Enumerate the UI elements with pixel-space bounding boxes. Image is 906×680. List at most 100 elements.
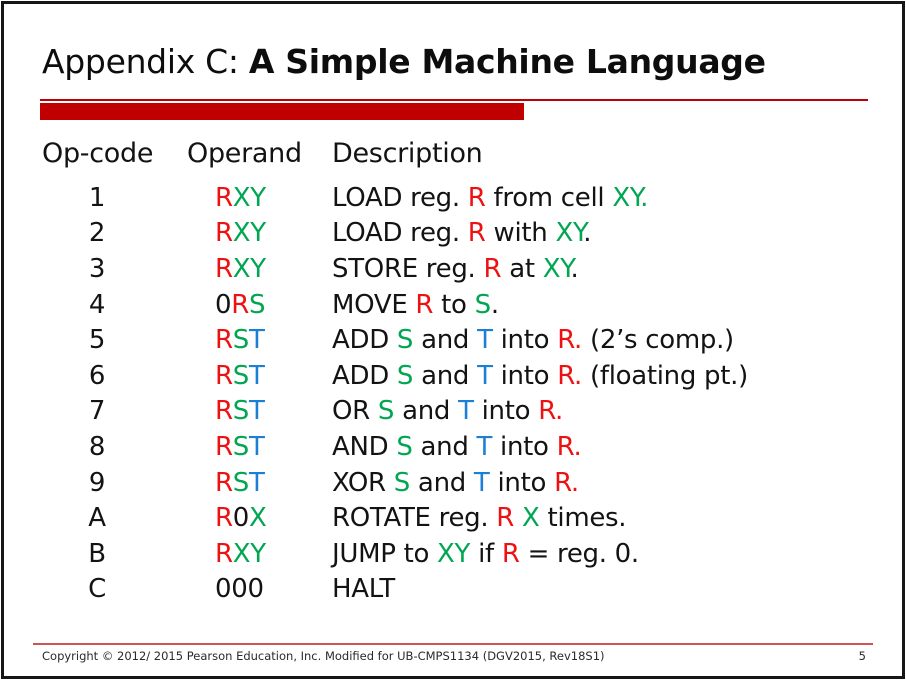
description-cell: JUMP to XY if R = reg. 0.: [332, 539, 876, 569]
op-code-cell: 1: [88, 182, 106, 213]
text-segment: R: [215, 431, 233, 462]
text-segment: into: [489, 467, 555, 498]
text-segment: R: [415, 289, 434, 320]
text-segment: (2’s comp.): [582, 325, 734, 356]
description-cell: ADD S and T into R. (floating pt.): [332, 361, 876, 391]
text-segment: at: [501, 253, 543, 284]
text-segment: R: [215, 325, 233, 356]
text-segment: T: [473, 467, 490, 498]
text-segment: R.: [538, 396, 564, 427]
header-op-code: Op-code: [42, 138, 154, 169]
text-segment: ADD: [332, 325, 397, 356]
text-segment: XY: [232, 253, 266, 284]
header-description: Description: [332, 138, 483, 169]
text-segment: ADD: [332, 360, 397, 391]
text-segment: 0: [215, 289, 232, 320]
text-segment: into: [492, 360, 558, 391]
operand-cell: RST: [152, 396, 332, 426]
text-segment: T: [458, 396, 474, 427]
text-segment: R: [501, 538, 520, 569]
text-segment: into: [492, 431, 557, 462]
text-segment: XY: [232, 182, 266, 213]
op-code-cell: C: [88, 574, 106, 605]
text-segment: XY: [437, 538, 471, 569]
text-segment: T: [477, 325, 493, 356]
text-segment: .: [570, 253, 579, 284]
text-segment: into: [492, 325, 558, 356]
text-segment: R: [215, 182, 233, 213]
text-segment: into: [473, 396, 539, 427]
page-title-prefix: Appendix C:: [42, 42, 249, 81]
text-segment: R: [215, 538, 233, 569]
operand-cell: 000: [152, 574, 332, 604]
text-segment: XY: [555, 218, 584, 249]
copyright-text: Copyright © 2012/ 2015 Pearson Education…: [42, 649, 605, 663]
operand-cell: RXY: [152, 254, 332, 284]
text-segment: R: [215, 467, 233, 498]
title-underline-bar: [40, 103, 524, 120]
op-code-cell: 6: [88, 360, 106, 391]
text-segment: XY: [232, 538, 266, 569]
text-segment: T: [248, 431, 265, 462]
description-cell: LOAD reg. R from cell XY.: [332, 183, 876, 213]
text-segment: R: [215, 503, 233, 534]
operand-cell: RST: [152, 325, 332, 355]
text-segment: T: [476, 431, 493, 462]
text-segment: 0: [232, 503, 250, 534]
footer-divider: [33, 643, 873, 645]
text-segment: LOAD reg.: [332, 182, 468, 213]
text-segment: .: [490, 289, 499, 320]
text-segment: R: [215, 253, 233, 284]
description-cell: ROTATE reg. R X times.: [332, 503, 876, 533]
text-segment: R: [467, 182, 486, 213]
text-segment: OR: [332, 396, 378, 427]
text-segment: S: [396, 325, 414, 356]
text-segment: R.: [554, 467, 579, 498]
description-cell: ADD S and T into R. (2’s comp.): [332, 325, 876, 355]
text-segment: T: [248, 396, 265, 427]
text-segment: XY: [542, 253, 571, 284]
text-segment: T: [248, 325, 265, 356]
text-segment: R: [215, 218, 233, 249]
operand-cell: RXY: [152, 539, 332, 569]
op-code-cell: B: [88, 538, 106, 569]
text-segment: and: [409, 467, 474, 498]
text-segment: R: [215, 396, 233, 427]
text-segment: JUMP to: [332, 538, 438, 569]
table-header-row: Op-code Operand Description: [42, 138, 876, 180]
op-code-cell: 8: [88, 431, 106, 462]
text-segment: XY: [232, 218, 266, 249]
description-cell: MOVE R to S.: [332, 290, 876, 320]
text-segment: R: [231, 289, 250, 320]
text-segment: ROTATE reg.: [332, 503, 497, 534]
text-segment: AND: [332, 431, 397, 462]
description-cell: OR S and T into R.: [332, 396, 876, 426]
op-code-cell: A: [88, 503, 106, 534]
text-segment: .: [583, 218, 592, 249]
text-segment: MOVE: [332, 289, 416, 320]
text-segment: S: [232, 396, 250, 427]
text-segment: R: [467, 218, 486, 249]
description-cell: XOR S and T into R.: [332, 468, 876, 498]
operand-cell: RST: [152, 468, 332, 498]
text-segment: R: [483, 253, 502, 284]
text-segment: X: [522, 503, 540, 534]
text-segment: (floating pt.): [582, 360, 748, 391]
operand-cell: RXY: [152, 218, 332, 248]
text-segment: HALT: [332, 574, 395, 605]
text-segment: and: [394, 396, 459, 427]
page-title-emphasis: A Simple Machine Language: [248, 42, 766, 81]
text-segment: and: [413, 325, 478, 356]
text-segment: LOAD reg.: [332, 218, 468, 249]
text-segment: R.: [556, 431, 582, 462]
text-segment: to: [433, 289, 475, 320]
